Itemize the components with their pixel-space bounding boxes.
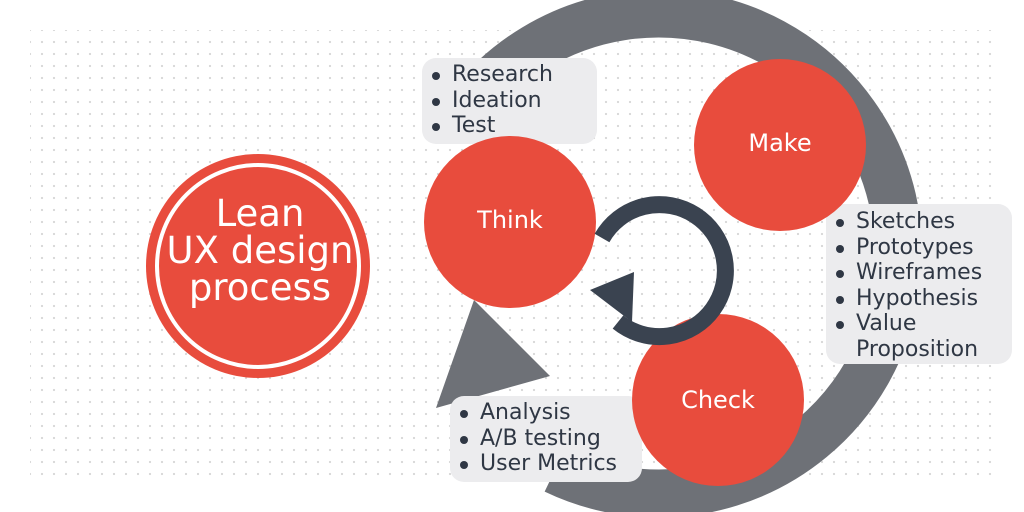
title-circle-ring [155, 163, 361, 369]
make-circle [694, 59, 866, 231]
title-line-1: Lean [215, 192, 305, 235]
diagram-title: Lean UX design process [150, 195, 370, 306]
list-item: Research [428, 62, 553, 88]
list-item: A/B testing [456, 426, 617, 452]
make-list-panel [826, 204, 1012, 364]
list-item: Analysis [456, 400, 617, 426]
refresh-cycle-icon [590, 196, 734, 346]
make-list: Sketches Prototypes Wireframes Hypothesi… [832, 209, 982, 362]
check-list-panel [450, 396, 642, 482]
list-item: Ideation [428, 88, 553, 114]
think-list: Research Ideation Test [428, 62, 553, 139]
outer-cycle-arrowhead [436, 300, 550, 408]
check-list: Analysis A/B testing User Metrics [456, 400, 617, 477]
check-label: Check [681, 386, 755, 414]
make-label: Make [748, 129, 812, 157]
list-item: Test [428, 113, 553, 139]
check-circle [632, 314, 804, 486]
title-line-2: UX design [166, 229, 354, 272]
think-circle [424, 136, 596, 308]
title-line-3: process [188, 266, 332, 309]
list-item: Value [832, 311, 982, 337]
list-item: Prototypes [832, 235, 982, 261]
list-item: Hypothesis [832, 286, 982, 312]
list-item: Sketches [832, 209, 982, 235]
list-item: Wireframes [832, 260, 982, 286]
title-circle [146, 154, 370, 378]
think-list-panel [422, 58, 597, 144]
list-item: User Metrics [456, 451, 617, 477]
think-label: Think [477, 206, 543, 234]
list-item: Proposition [856, 336, 979, 362]
